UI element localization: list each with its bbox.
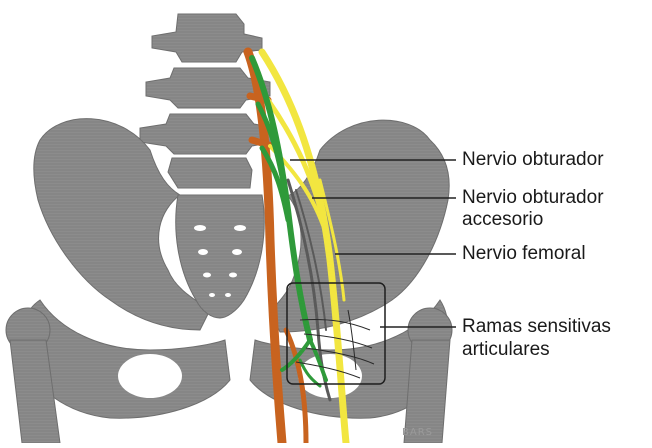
left-obturator-foramen	[118, 354, 182, 398]
label-nervio-obturador: Nervio obturador	[462, 149, 604, 171]
label-nervio-obturador-accesorio-line1: Nervio obturador	[462, 187, 604, 209]
vertebra-3	[140, 114, 276, 154]
label-nervio-obturador-accesorio-line2: accesorio	[462, 209, 543, 231]
label-ramas-sensitivas-line1: Ramas sensitivas	[462, 316, 611, 338]
artist-signature: BARS	[402, 427, 433, 438]
vertebra-4	[168, 158, 252, 188]
label-nervio-femoral: Nervio femoral	[462, 243, 586, 265]
label-ramas-sensitivas-line2: articulares	[462, 339, 550, 361]
